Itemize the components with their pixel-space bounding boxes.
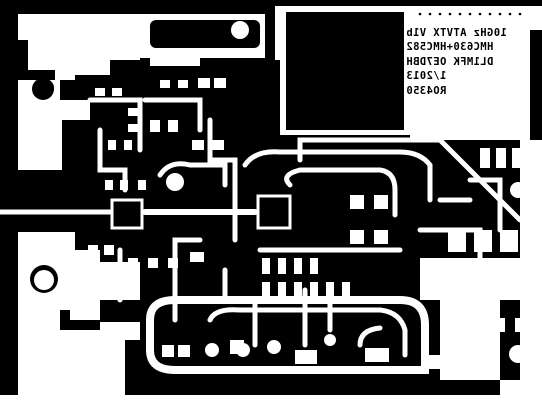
silkscreen-line-parts: HMC630+HMC582 [406,41,494,54]
via-stitching [10,12,522,298]
mounting-holes [31,79,527,363]
silkscreen-line-date: 1/2013 [406,70,447,83]
silkscreen-line-callsigns: DL1MFK OE7DBH [406,55,494,68]
silkscreen-label-block: 10GHz ATVTX V1b HMC630+HMC582 DL1MFK OE7… [406,26,528,98]
silkscreen-line-material: RO4350 [406,84,447,97]
silkscreen-line-title: 10GHz ATVTX V1b [406,27,507,39]
pads [88,21,525,369]
traces [0,97,523,374]
